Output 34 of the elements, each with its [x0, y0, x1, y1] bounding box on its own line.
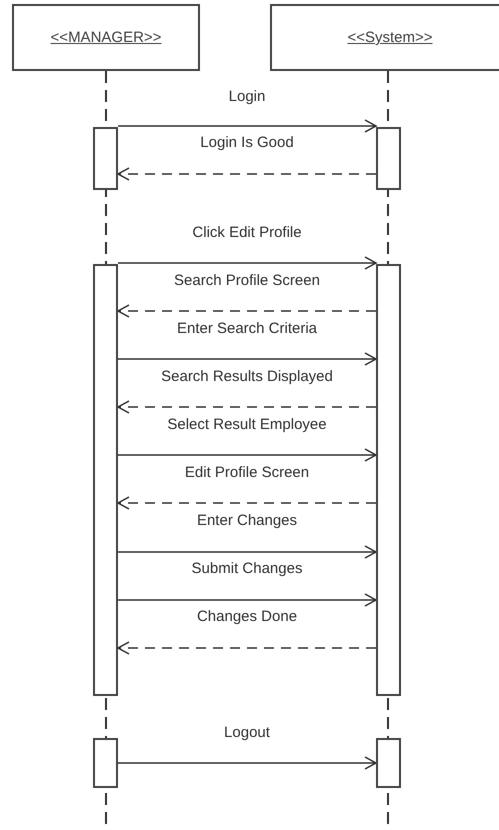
return-arrow — [117, 496, 376, 510]
message-arrow — [118, 119, 377, 133]
message-arrow — [118, 593, 377, 607]
return-arrow — [117, 304, 376, 318]
lifeline-header — [270, 4, 499, 71]
message-arrow — [118, 545, 377, 559]
message-label: Search Results Displayed — [161, 368, 333, 385]
return-arrow — [117, 167, 376, 181]
activation-bar — [376, 127, 401, 190]
message-label: Search Profile Screen — [174, 272, 320, 289]
message-label: Login — [228, 88, 266, 105]
activation-bar — [93, 264, 118, 696]
activation-bar — [93, 738, 118, 788]
message-arrow — [118, 448, 377, 462]
message-label: Edit Profile Screen — [184, 464, 310, 481]
return-arrow — [117, 400, 376, 414]
message-arrow — [118, 352, 377, 366]
activation-bar — [376, 738, 401, 788]
return-arrow — [117, 641, 376, 655]
message-label: Changes Done — [196, 608, 298, 625]
lifeline-header — [12, 4, 200, 71]
message-arrow — [118, 756, 377, 770]
activation-bar — [376, 264, 401, 696]
message-label: Enter Changes — [196, 512, 298, 529]
message-arrow — [118, 256, 377, 270]
message-label: Click Edit Profile — [192, 224, 302, 241]
lifeline-name: <<System>> — [347, 29, 433, 46]
message-label: Select Result Employee — [167, 416, 327, 433]
lifeline-name: <<MANAGER>> — [50, 29, 162, 46]
message-label: Login Is Good — [200, 134, 294, 151]
message-label: Enter Search Criteria — [176, 320, 318, 337]
activation-bar — [93, 127, 118, 190]
message-label: Submit Changes — [192, 560, 302, 577]
message-label: Logout — [224, 724, 270, 741]
